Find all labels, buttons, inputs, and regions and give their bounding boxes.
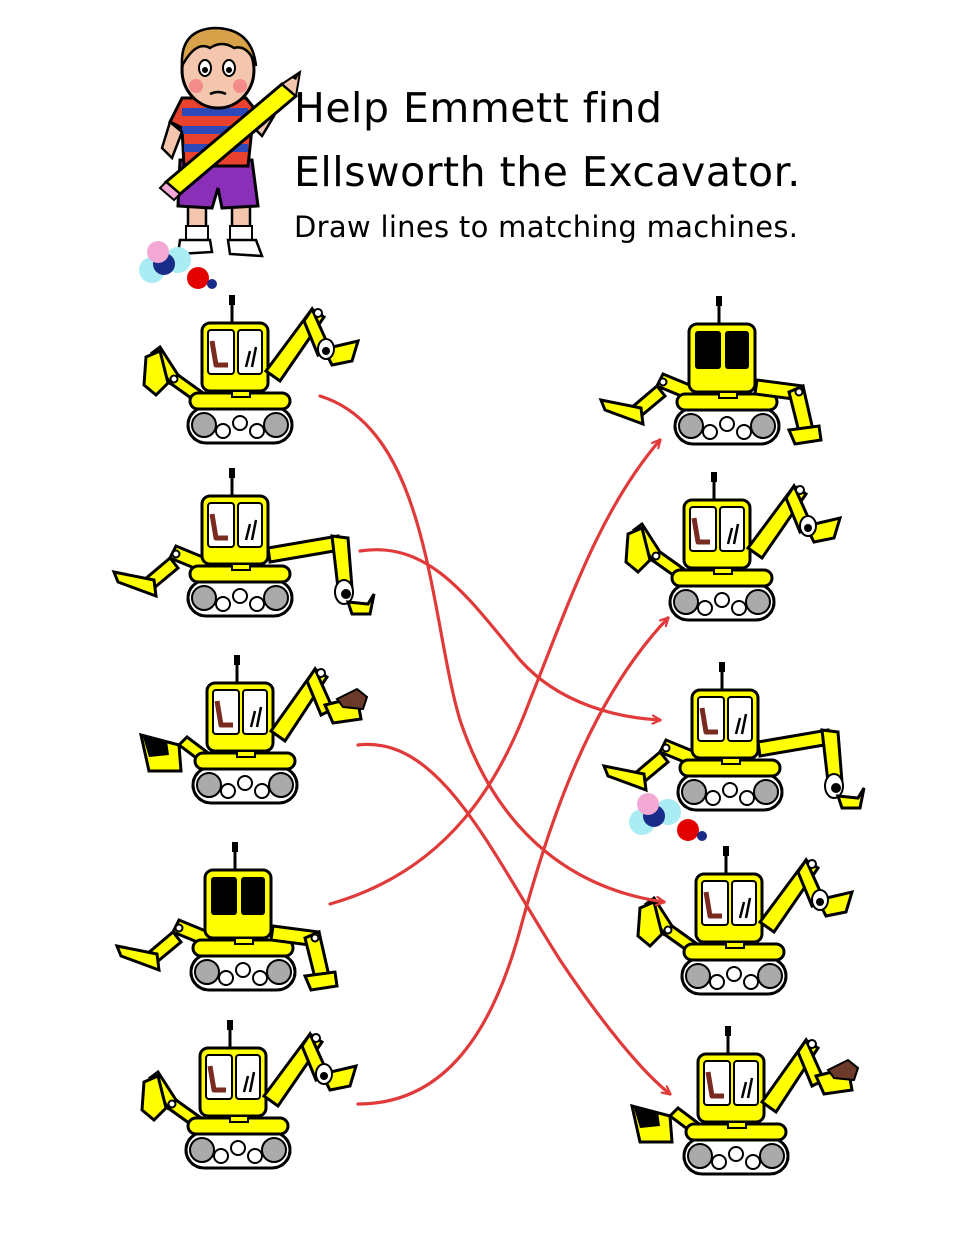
- connector-line-3: [356, 742, 670, 1094]
- connector-line-1: [318, 394, 664, 902]
- right-excavator-3[interactable]: [604, 662, 864, 810]
- title-line-1: Help Emmett find: [294, 84, 663, 132]
- left-excavator-2[interactable]: [114, 468, 374, 616]
- connector-line-4: [328, 440, 660, 906]
- connector-line-2: [358, 548, 660, 720]
- right-excavator-1[interactable]: [601, 296, 821, 444]
- left-excavator-5[interactable]: [142, 1020, 356, 1168]
- right-excavator-5[interactable]: [632, 1026, 858, 1174]
- left-excavator-3[interactable]: [141, 655, 367, 803]
- left-excavator-1[interactable]: [144, 295, 358, 443]
- left-excavator-4[interactable]: [117, 842, 337, 990]
- connector-line-5: [356, 618, 668, 1106]
- title-line-2: Ellsworth the Excavator.: [294, 148, 801, 196]
- right-excavator-4[interactable]: [638, 846, 852, 994]
- boy-emmett-illustration: [158, 26, 302, 258]
- right-excavator-2[interactable]: [626, 472, 840, 620]
- instruction-text: Draw lines to matching machines.: [294, 210, 799, 244]
